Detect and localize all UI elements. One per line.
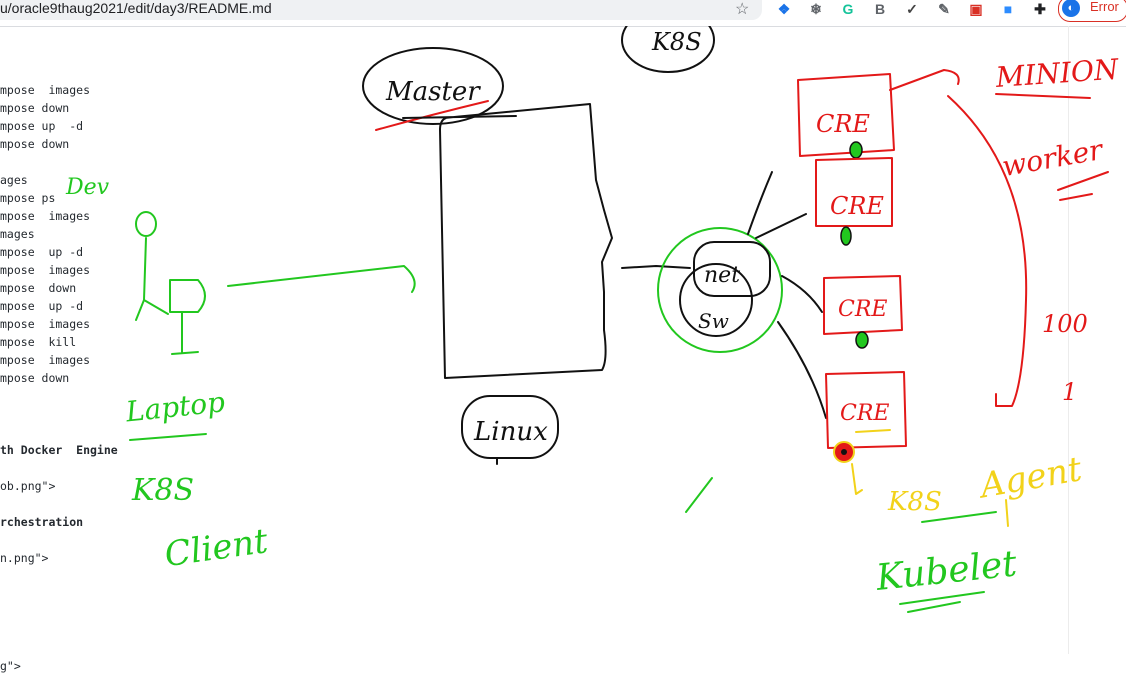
extension-puzzle-icon[interactable]: ✚ (1034, 1, 1046, 17)
worker-label: worker (1000, 133, 1107, 183)
master-label: Master (385, 77, 481, 107)
extension-blue-icon[interactable]: ❖ (777, 1, 791, 17)
browser-toolbar: u/oracle9thaug2021/edit/day3/README.md ☆… (0, 0, 1126, 27)
master-bubble: Master (362, 47, 504, 131)
k8s-title-label: K8S (651, 28, 702, 56)
editor-line[interactable]: th Docker Engine (0, 443, 118, 457)
extension-grammarly-icon[interactable]: G (842, 1, 854, 17)
editor-line[interactable]: ages (0, 173, 28, 187)
extension-gallery-icon[interactable]: ▣ (969, 1, 983, 17)
minion-label: MINION (994, 52, 1121, 94)
extension-snowflake-icon[interactable]: ❄ (810, 1, 822, 17)
star-icon[interactable]: ☆ (735, 1, 750, 18)
k8s-client-label-2: Client (162, 521, 270, 575)
cre-box-1: CRE (797, 73, 895, 159)
k8s-bubble: K8S (621, 26, 715, 73)
editor-line[interactable]: mpose images (0, 209, 91, 223)
kubelet-labels: K8S Agent Kubelet (685, 449, 1085, 613)
error-label: Error (1090, 0, 1119, 14)
editor-line[interactable]: mpose kill (0, 335, 77, 349)
network-node: net Sw (621, 171, 827, 419)
cre-label: CRE (830, 192, 884, 220)
k8s-agent-label-1: K8S (887, 487, 942, 517)
editor-line[interactable]: mpose down (0, 101, 70, 115)
extension-edit-icon[interactable]: ✎ (938, 1, 950, 17)
k8s-agent-label-2: Agent (974, 449, 1085, 507)
editor-line[interactable]: mpose images (0, 317, 91, 331)
editor-line[interactable]: mpose up -d (0, 119, 84, 133)
editor-line[interactable]: n.png"> (0, 551, 49, 565)
extension-todo-icon[interactable]: ✓ (906, 1, 918, 17)
laptop-label: Laptop (123, 385, 226, 428)
cre-label: CRE (838, 297, 887, 322)
editor-line[interactable]: mpose down (0, 281, 77, 295)
k8s-client-label-1: K8S (131, 473, 194, 508)
editor-line[interactable]: mpose up -d (0, 299, 84, 313)
cre-label: CRE (840, 401, 889, 426)
dev-laptop-sketch: Dev Laptop K8S Client (65, 175, 416, 575)
editor-line[interactable]: mpose down (0, 371, 70, 385)
editor-line[interactable]: mpose up -d (0, 245, 84, 259)
extension-reader-icon[interactable]: B (874, 1, 886, 17)
editor-scroll-edge (1068, 26, 1069, 654)
markdown-editor[interactable]: mpose images mpose down mpose up -d mpose d… (0, 28, 140, 673)
dev-label: Dev (65, 175, 110, 200)
cre-box-3: CRE (823, 275, 903, 349)
linux-label: Linux (473, 417, 548, 447)
drawing-overlay: K8S Master Linux Dev Laptop K8S Client n… (65, 26, 1121, 613)
editor-line[interactable]: mpose ps (0, 191, 56, 205)
address-bar[interactable]: u/oracle9thaug2021/edit/day3/README.md ☆ (0, 0, 762, 20)
one-label: 1 (1062, 378, 1077, 406)
extension-zoom-icon[interactable]: ■ (1003, 1, 1013, 17)
net-label: net (704, 263, 740, 288)
kubelet-label: Kubelet (873, 543, 1019, 599)
sw-label: Sw (698, 309, 729, 333)
master-box (402, 103, 613, 379)
url-text[interactable]: u/oracle9thaug2021/edit/day3/README.md (0, 0, 272, 16)
minion-labels: MINION worker 100 1 (889, 52, 1121, 407)
cre-box-2: CRE (815, 157, 893, 246)
editor-line[interactable]: rchestration (0, 515, 84, 529)
editor-line[interactable]: g"> (0, 659, 21, 673)
editor-line[interactable]: mpose images (0, 353, 91, 367)
cre-label: CRE (816, 110, 870, 138)
hundred-label: 100 (1042, 310, 1088, 338)
editor-line[interactable]: mages (0, 227, 35, 241)
editor-line[interactable]: ob.png"> (0, 479, 56, 493)
linux-bubble: Linux (461, 395, 559, 465)
profile-avatar-icon: ◐ (1062, 0, 1080, 17)
editor-line[interactable]: mpose images (0, 83, 91, 97)
profile-error-button[interactable]: ◐ Error (1058, 0, 1126, 22)
editor-line[interactable]: mpose down (0, 137, 70, 151)
cre-box-4: CRE (825, 371, 907, 495)
editor-line[interactable]: mpose images (0, 263, 91, 277)
